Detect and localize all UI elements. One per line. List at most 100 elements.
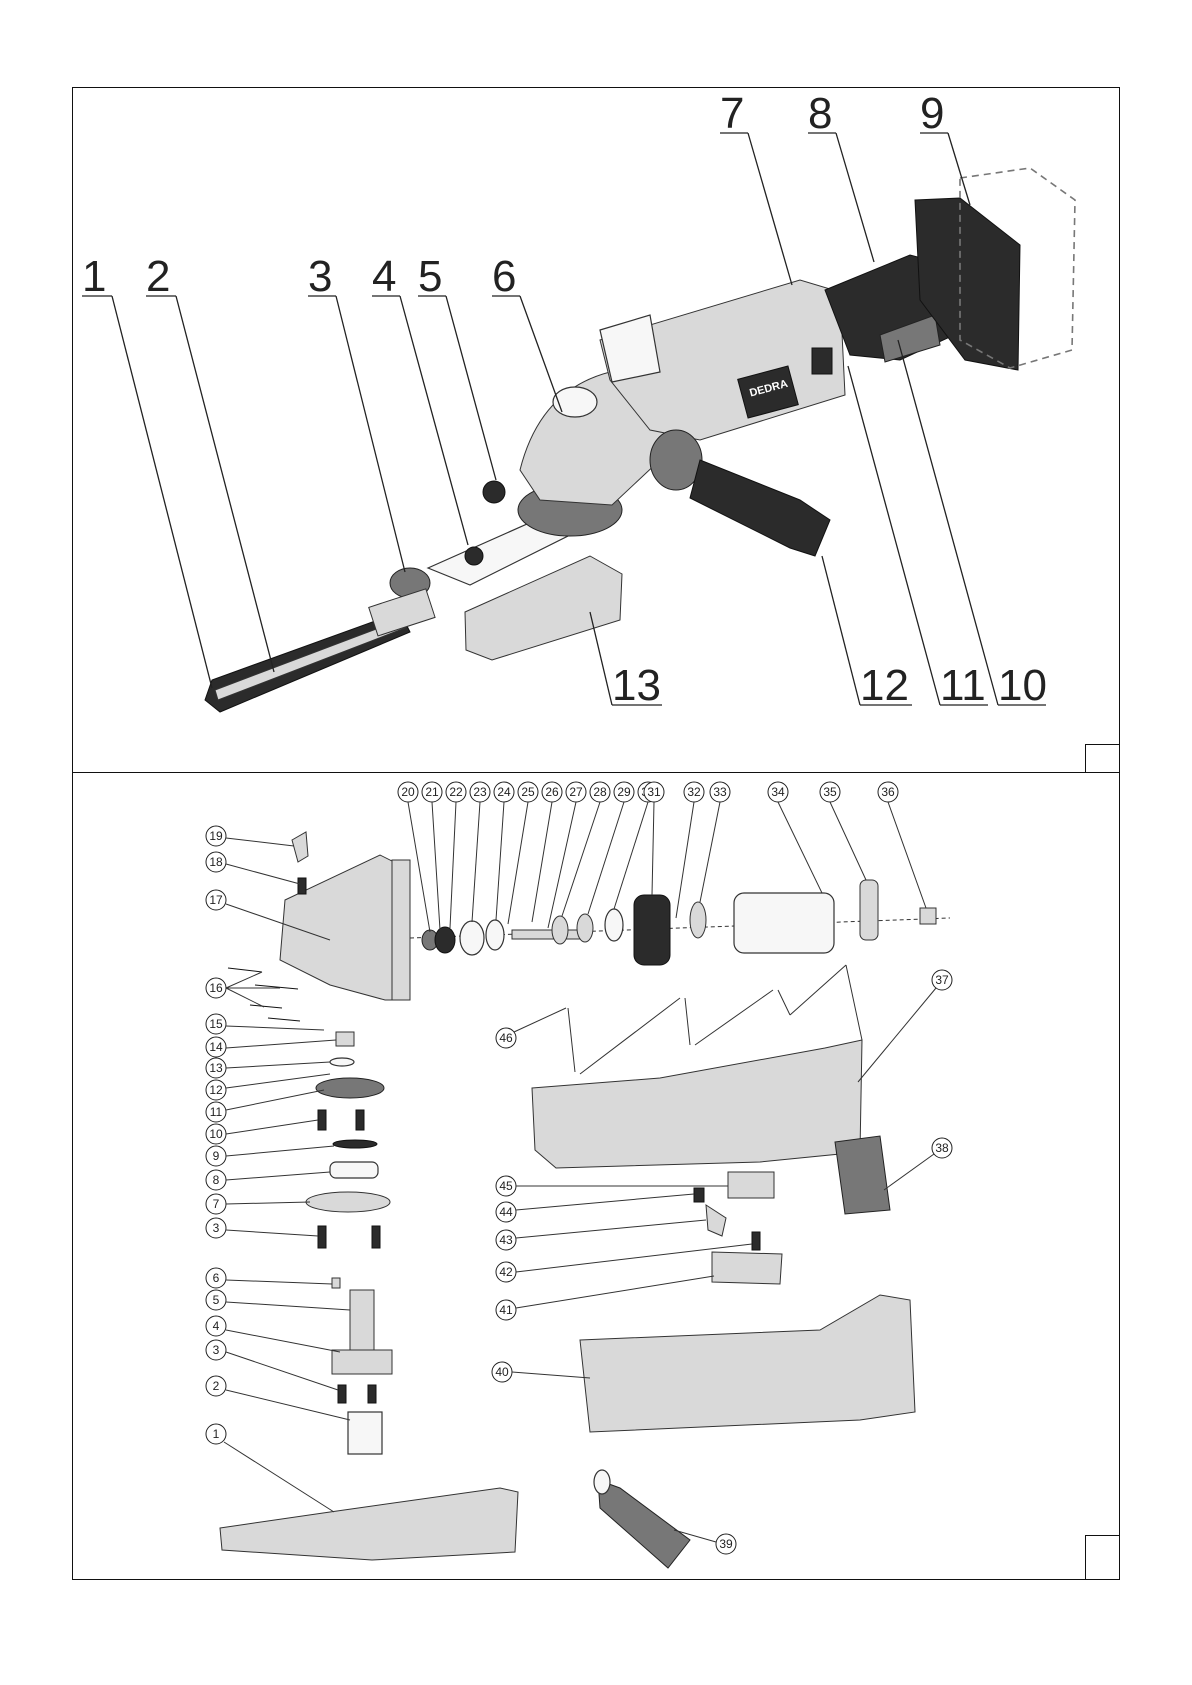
part-3-screw-b bbox=[372, 1226, 380, 1248]
callout-3-bottom: 3 bbox=[213, 1343, 220, 1357]
callout-21: 21 bbox=[425, 785, 439, 799]
callout-44: 44 bbox=[499, 1205, 513, 1219]
part-11-gear bbox=[316, 1078, 384, 1098]
part-7-flange bbox=[306, 1192, 390, 1212]
callout-37: 37 bbox=[935, 973, 949, 987]
callout-24: 24 bbox=[497, 785, 511, 799]
part-24-washer bbox=[486, 920, 504, 950]
part-22-pinion bbox=[435, 927, 455, 953]
callout-7: 7 bbox=[213, 1197, 220, 1211]
callout-14: 14 bbox=[209, 1040, 223, 1054]
part-9-washer bbox=[333, 1140, 377, 1148]
part-31-fan bbox=[634, 895, 670, 965]
callout-38: 38 bbox=[935, 1141, 949, 1155]
part-4-collar bbox=[332, 1350, 392, 1374]
callout-label-5: 5 bbox=[418, 252, 442, 301]
part-5-spindle bbox=[350, 1290, 374, 1352]
callout-label-11: 11 bbox=[940, 661, 986, 710]
callout-label-7: 7 bbox=[720, 89, 744, 138]
part-44-spring bbox=[694, 1188, 704, 1202]
callout-32: 32 bbox=[687, 785, 701, 799]
part-17-gear-housing bbox=[280, 855, 410, 1000]
callout-3-top: 3 bbox=[213, 1221, 220, 1235]
callout-29: 29 bbox=[617, 785, 631, 799]
callout-label-1: 1 bbox=[82, 252, 106, 301]
callout-27: 27 bbox=[569, 785, 583, 799]
callout-15: 15 bbox=[209, 1017, 223, 1031]
guard-screw bbox=[483, 481, 505, 503]
part-18-spring bbox=[298, 878, 306, 894]
part-8-bearing bbox=[330, 1162, 378, 1178]
callout-1: 1 bbox=[213, 1427, 220, 1441]
part-1-belt-arm-assembly bbox=[220, 1488, 518, 1560]
part-42-spring bbox=[752, 1232, 760, 1250]
side-handle bbox=[690, 460, 830, 556]
part-2-sleeve bbox=[348, 1412, 382, 1454]
callout-16: 16 bbox=[209, 981, 223, 995]
callout-label-3: 3 bbox=[308, 252, 332, 301]
part-27-shaft bbox=[512, 930, 582, 939]
callout-26: 26 bbox=[545, 785, 559, 799]
part-28-ring bbox=[552, 916, 568, 944]
callout-31: 31 bbox=[647, 785, 661, 799]
callout-41: 41 bbox=[499, 1303, 513, 1317]
lock-off-button bbox=[812, 348, 832, 374]
callout-22: 22 bbox=[449, 785, 463, 799]
lock-lever bbox=[465, 547, 483, 565]
callout-34: 34 bbox=[771, 785, 785, 799]
part-38-terminal bbox=[835, 1136, 890, 1214]
callout-35: 35 bbox=[823, 785, 837, 799]
callout-42: 42 bbox=[499, 1265, 513, 1279]
part-13-ring bbox=[330, 1058, 354, 1066]
callout-25: 25 bbox=[521, 785, 535, 799]
part-14-bushing bbox=[336, 1032, 354, 1046]
callout-label-6: 6 bbox=[492, 252, 516, 301]
callout-label-13: 13 bbox=[612, 661, 661, 710]
part-39-handle-end bbox=[594, 1470, 610, 1494]
callout-17: 17 bbox=[209, 893, 223, 907]
callout-5: 5 bbox=[213, 1293, 220, 1307]
callout-label-10: 10 bbox=[998, 661, 1047, 710]
part-3-screw-a bbox=[318, 1226, 326, 1248]
callout-10: 10 bbox=[209, 1127, 223, 1141]
callout-2: 2 bbox=[213, 1379, 220, 1393]
tool-overview-drawing: DEDRA bbox=[205, 168, 1075, 712]
callout-39: 39 bbox=[719, 1537, 733, 1551]
callout-36: 36 bbox=[881, 785, 895, 799]
callout-20: 20 bbox=[401, 785, 415, 799]
part-3-screw-d bbox=[368, 1385, 376, 1403]
part-36-bearing bbox=[920, 908, 936, 924]
callout-4: 4 bbox=[213, 1319, 220, 1333]
part-29-ring bbox=[577, 914, 593, 942]
callout-18: 18 bbox=[209, 855, 223, 869]
callout-40: 40 bbox=[495, 1365, 509, 1379]
part-3-screw-c bbox=[338, 1385, 346, 1403]
callout-12: 12 bbox=[209, 1083, 223, 1097]
callout-label-9: 9 bbox=[920, 89, 944, 138]
callout-6: 6 bbox=[213, 1271, 220, 1285]
part-35-endcap bbox=[860, 880, 878, 940]
callout-label-8: 8 bbox=[808, 89, 832, 138]
part-6-key bbox=[332, 1278, 340, 1288]
callout-label-2: 2 bbox=[146, 252, 170, 301]
part-39-side-handle bbox=[598, 1480, 690, 1568]
callout-43: 43 bbox=[499, 1233, 513, 1247]
part-41-trigger bbox=[712, 1252, 782, 1284]
callout-label-12: 12 bbox=[860, 661, 909, 710]
callout-8: 8 bbox=[213, 1173, 220, 1187]
callout-45: 45 bbox=[499, 1179, 513, 1193]
part-45-switch bbox=[728, 1172, 774, 1198]
callout-28: 28 bbox=[593, 785, 607, 799]
callout-33: 33 bbox=[713, 785, 727, 799]
callout-23: 23 bbox=[473, 785, 487, 799]
callout-19: 19 bbox=[209, 829, 223, 843]
callout-9: 9 bbox=[213, 1149, 220, 1163]
callout-label-4: 4 bbox=[372, 252, 396, 301]
callout-13: 13 bbox=[209, 1061, 223, 1075]
part-17-flange bbox=[392, 860, 410, 1000]
part-43-lever bbox=[706, 1205, 726, 1236]
spindle-lock-button bbox=[553, 387, 597, 417]
part-30-disc bbox=[605, 909, 623, 941]
